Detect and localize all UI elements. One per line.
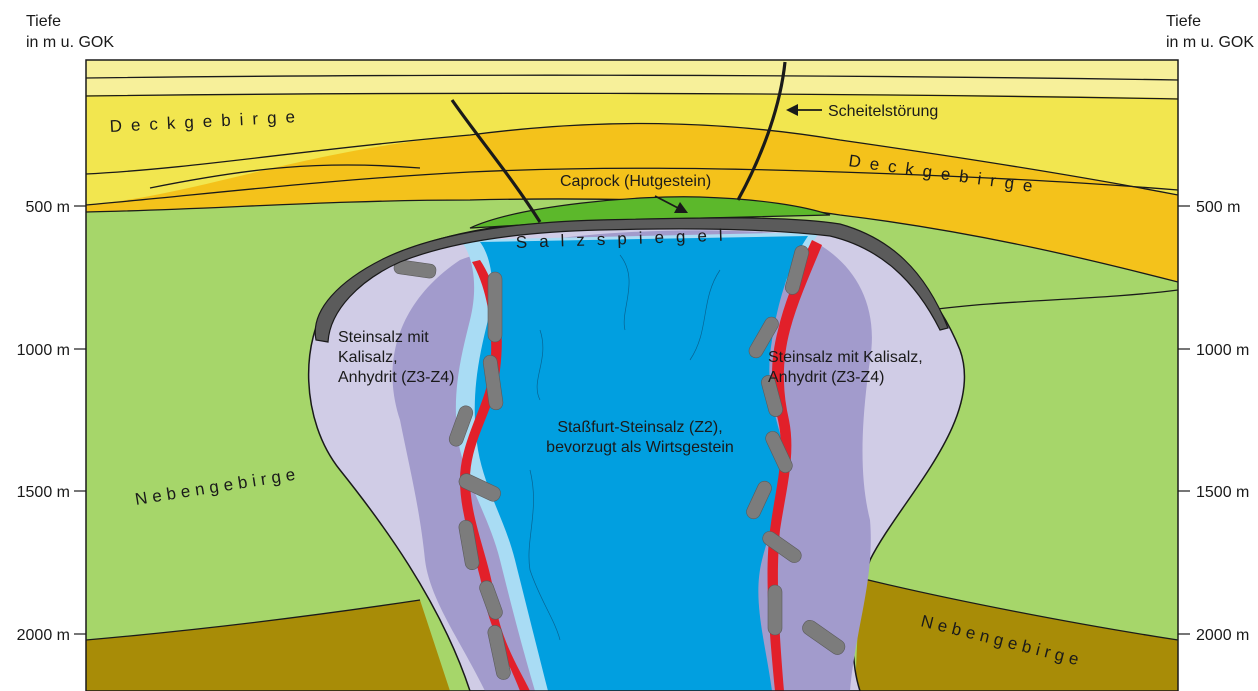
salzspiegel-band (314, 217, 949, 343)
anhydrite-block (479, 580, 503, 620)
anhydrite-block (785, 245, 809, 295)
caprock-arrow (654, 195, 679, 209)
scheitelstoerung-arrowhead (786, 104, 798, 116)
left-axis-title-2: in m u. GOK (26, 34, 114, 51)
layer-line-8 (859, 577, 1178, 641)
left-tick-label-1500: 1500 m (17, 484, 70, 501)
anhydrite-block (448, 405, 474, 447)
right-flank-label-2: Anhydrit (Z3-Z4) (768, 369, 884, 386)
fault-line-left (450, 99, 542, 223)
core-label-1: Staßfurt-Steinsalz (Z2), (557, 419, 722, 436)
fault-line-right (736, 61, 787, 201)
left-flank-label-3: Anhydrit (Z3-Z4) (338, 369, 454, 386)
left-tick-label-1000: 1000 m (17, 342, 70, 359)
layer-line-2 (86, 92, 1178, 100)
layer-line-9 (929, 289, 1178, 311)
core-blue (474, 236, 808, 691)
anhydrite-block (767, 584, 783, 636)
left-axis-title-1: Tiefe (26, 13, 61, 30)
nebengebirge-brown-right (855, 578, 1178, 691)
layer-line-3 (86, 122, 1178, 196)
right-axis-title-1: Tiefe (1166, 13, 1201, 30)
right-axis-title-2: in m u. GOK (1166, 34, 1254, 51)
core-fold-line (689, 269, 721, 361)
anhydrite-block (761, 375, 783, 417)
layer-line-7 (86, 599, 421, 641)
anhydrite-block (458, 519, 480, 571)
diagram-frame (85, 59, 1179, 691)
scheitelstoerung-label: Scheitelstörung (828, 103, 938, 120)
right-tick-label-2000: 2000 m (1196, 627, 1249, 644)
anhydrite-block (487, 625, 511, 680)
caprock-label: Caprock (Hutgestein) (560, 173, 711, 190)
anhydrite-block (746, 480, 772, 520)
anhydrite-block (458, 473, 501, 502)
anhydrite-block (393, 259, 437, 279)
anhydrite-block (762, 531, 802, 563)
anhydrite-block (802, 619, 846, 655)
core-fold-line (619, 254, 630, 331)
anhydrite-block (765, 431, 793, 473)
layer-line-6 (149, 164, 421, 189)
left-flank-label-1: Steinsalz mit (338, 329, 429, 346)
right-tick-label-1500: 1500 m (1196, 484, 1249, 501)
layer-line-4 (86, 167, 1178, 206)
right-tick-label-500: 500 m (1196, 199, 1240, 216)
anhydrite-block (487, 271, 503, 343)
right-flank-label-1: Steinsalz mit Kalisalz, (768, 349, 923, 366)
nebengebirge-brown-left (86, 600, 450, 691)
caprock-arrowhead (674, 202, 688, 213)
left-flank-label-2: Kalisalz, (338, 349, 398, 366)
anhydrite-block (748, 316, 779, 359)
right-tick-label-1000: 1000 m (1196, 342, 1249, 359)
red-band-right (767, 240, 822, 691)
core-label-2: bevorzugt als Wirtsgestein (546, 439, 734, 456)
core-fold-line (528, 469, 561, 641)
core-fold-line (536, 329, 544, 401)
anhydrite-block (482, 354, 504, 411)
left-tick-label-500: 500 m (26, 199, 70, 216)
left-tick-label-2000: 2000 m (17, 627, 70, 644)
top-light-band (86, 60, 1178, 98)
layer-line-1 (86, 74, 1178, 81)
